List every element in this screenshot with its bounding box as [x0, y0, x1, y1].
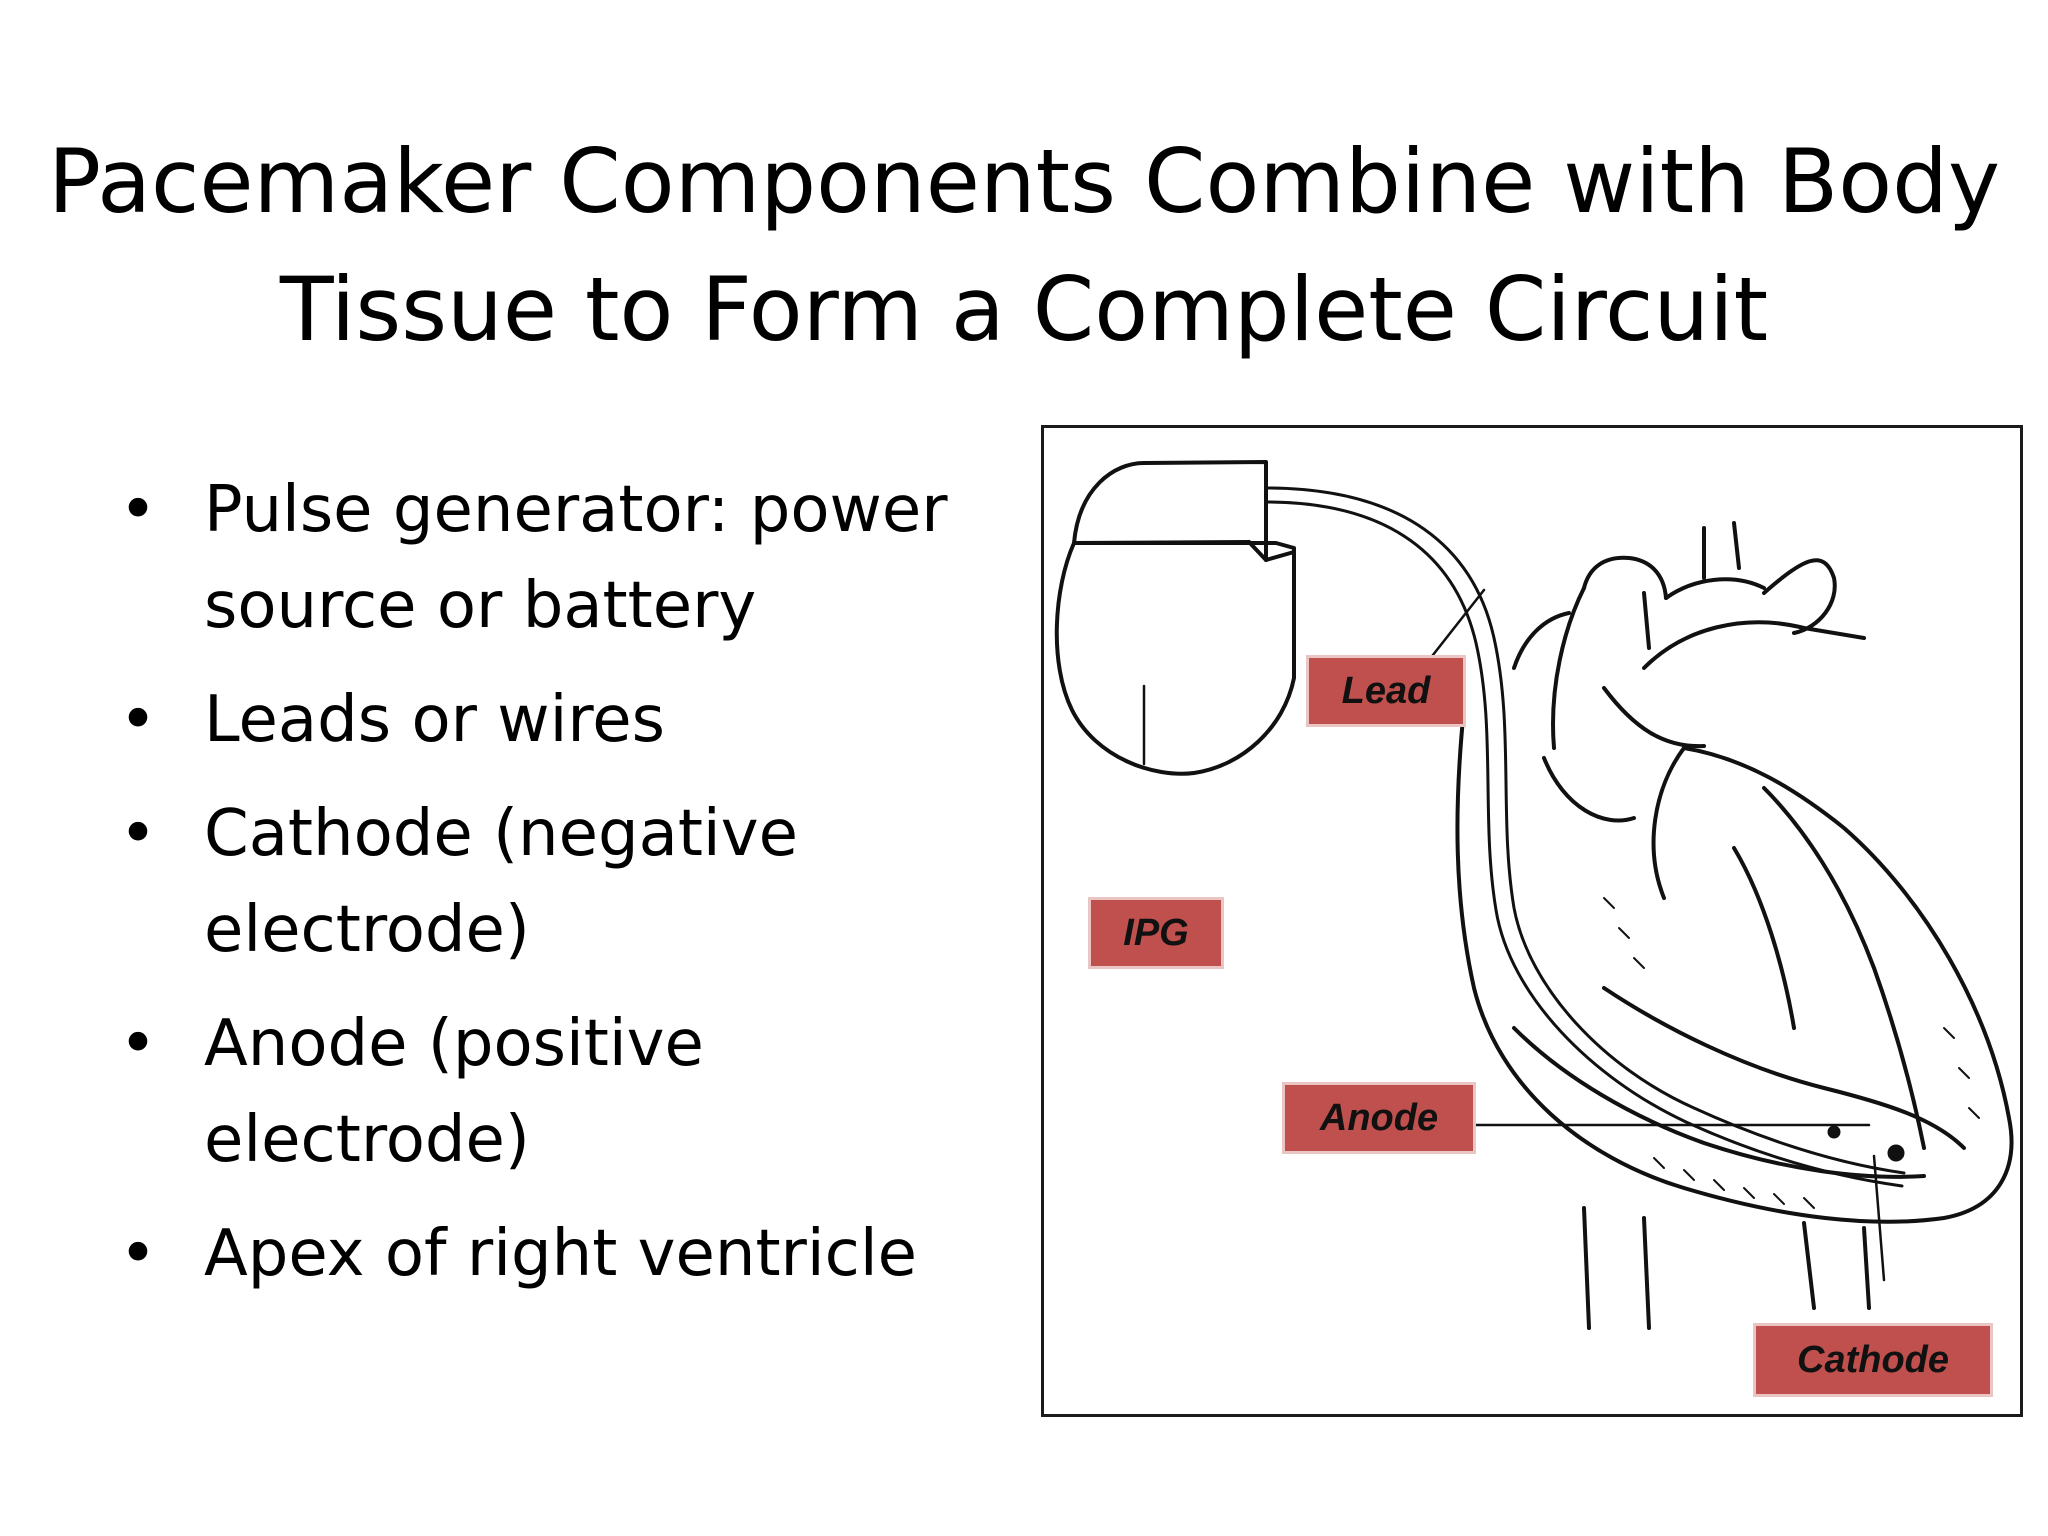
anode-ring-shape — [1827, 1125, 1841, 1139]
slide-title: Pacemaker Components Combine with Body T… — [0, 118, 2048, 374]
bullet-text: Apex of right ventricle — [204, 1217, 917, 1291]
bullet-marker: • — [119, 797, 157, 871]
callout-lines — [1142, 588, 1886, 1282]
bullet-item-cathode: • Cathode (negative electrode) — [118, 786, 1018, 978]
bullet-text-continued: source or battery — [204, 569, 757, 643]
bullet-marker: • — [119, 1007, 157, 1081]
bullet-text: Cathode (negative — [204, 797, 798, 871]
slide-title-line-2: Tissue to Form a Complete Circuit — [279, 258, 1769, 361]
bullet-item-anode: • Anode (positive electrode) — [118, 996, 1018, 1188]
anode-label: Anode — [1282, 1082, 1476, 1154]
lead-wire-shape — [1264, 486, 1906, 1188]
bullet-text-continued: electrode) — [204, 893, 530, 967]
heart-shape — [1455, 521, 2014, 1330]
bullet-item-pulse-generator: • Pulse generator: power source or batte… — [118, 462, 1018, 654]
bullet-marker: • — [119, 473, 157, 547]
cathode-label: Cathode — [1753, 1323, 1993, 1397]
electrode-tips — [1827, 1125, 1905, 1162]
lead-callout-line — [1427, 588, 1486, 662]
bullet-text-continued: electrode) — [204, 1103, 530, 1177]
pulse-generator-shape — [1054, 460, 1296, 776]
pacemaker-diagram-drawing — [1054, 460, 2014, 1330]
bullet-marker: • — [119, 1217, 157, 1291]
bullet-item-apex: • Apex of right ventricle — [118, 1206, 1018, 1302]
pacemaker-diagram: Lead IPG Anode Cathode — [1041, 425, 2023, 1417]
bullet-item-leads: • Leads or wires — [118, 672, 1018, 768]
bullet-text: Anode (positive — [204, 1007, 704, 1081]
cathode-callout-line — [1872, 1154, 1886, 1282]
bullet-marker: • — [119, 683, 157, 757]
bullet-text: Pulse generator: power — [204, 473, 948, 547]
slide-title-line-1: Pacemaker Components Combine with Body — [47, 130, 2001, 233]
ipg-label: IPG — [1088, 897, 1224, 969]
bullet-list: • Pulse generator: power source or batte… — [118, 462, 1018, 1320]
cathode-tip-shape — [1887, 1144, 1905, 1162]
lead-label: Lead — [1306, 655, 1466, 727]
bullet-text: Leads or wires — [204, 683, 665, 757]
